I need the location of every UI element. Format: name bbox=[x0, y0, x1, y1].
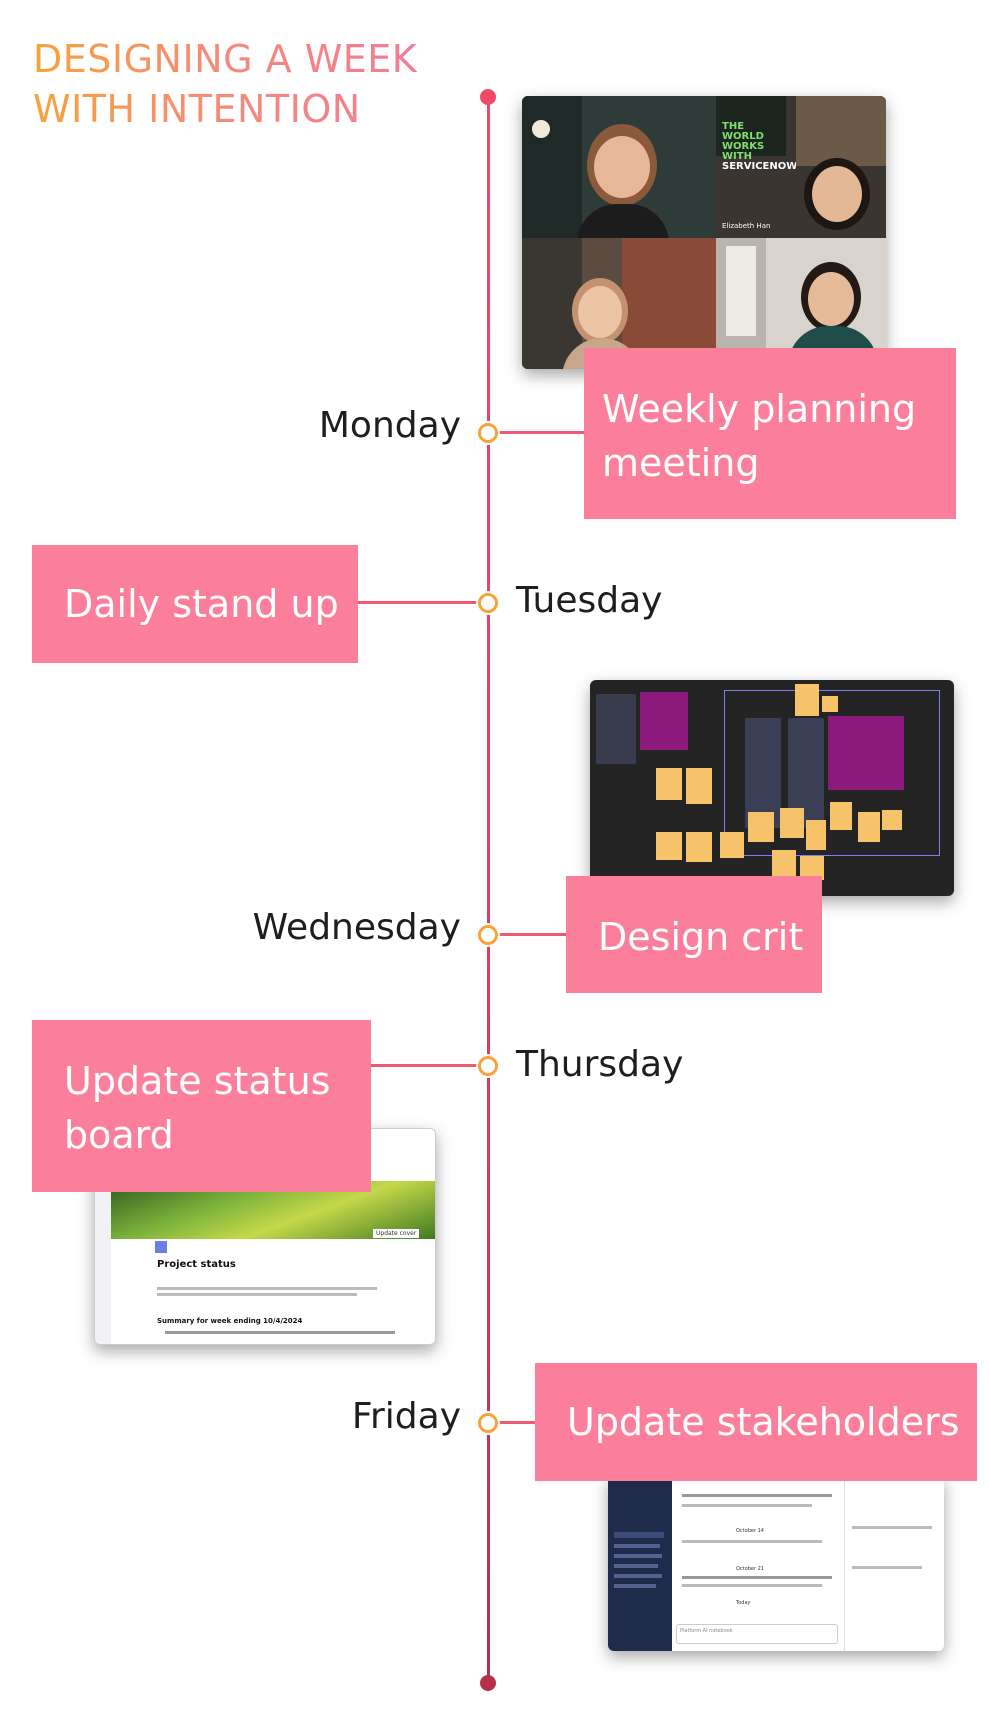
title-line-1: DESIGNING A WEEK bbox=[33, 37, 418, 81]
timeline-start-dot bbox=[480, 89, 496, 105]
activity-box-friday: Update stakeholders bbox=[535, 1363, 977, 1481]
connector bbox=[371, 1064, 487, 1067]
connector bbox=[487, 1421, 535, 1424]
day-label-tuesday: Tuesday bbox=[516, 580, 663, 621]
timeline-node-tuesday bbox=[478, 593, 498, 613]
timeline-node-wednesday bbox=[478, 925, 498, 945]
chat-date: Today bbox=[736, 1600, 751, 1606]
connector bbox=[487, 933, 566, 936]
timeline-end-dot bbox=[480, 1675, 496, 1691]
activity-box-tuesday: Daily stand up bbox=[32, 545, 358, 663]
activity-label: meeting bbox=[602, 441, 760, 485]
chat-screenshot: October 14 October 21 Today Platform AI … bbox=[608, 1476, 944, 1651]
update-cover-button[interactable]: Update cover bbox=[373, 1229, 420, 1238]
video-tile bbox=[522, 96, 716, 238]
video-tile: THE WORLD WORKS WITH SERVICENOW Elizabet… bbox=[716, 96, 886, 238]
activity-label: Design crit bbox=[598, 915, 804, 959]
activity-label: Update status bbox=[64, 1059, 331, 1103]
chat-date: October 21 bbox=[736, 1566, 764, 1572]
timeline-line bbox=[487, 97, 490, 1683]
title-line-2: WITH INTENTION bbox=[33, 87, 361, 131]
day-label-monday: Monday bbox=[318, 405, 461, 446]
whiteboard-screenshot bbox=[590, 680, 954, 896]
activity-label: board bbox=[64, 1113, 174, 1157]
timeline-node-friday bbox=[478, 1413, 498, 1433]
brand-logo-text: THE WORLD WORKS WITH SERVICENOW bbox=[722, 121, 798, 172]
page-title: DESIGNING A WEEK WITH INTENTION bbox=[33, 34, 453, 134]
connector bbox=[487, 431, 584, 434]
connector bbox=[358, 601, 487, 604]
timeline-node-thursday bbox=[478, 1056, 498, 1076]
participant-name: Elizabeth Han bbox=[722, 222, 771, 230]
day-label-friday: Friday bbox=[351, 1396, 461, 1437]
activity-box-monday: Weekly planning meeting bbox=[584, 348, 956, 519]
activity-label: Weekly planning bbox=[602, 387, 917, 431]
day-label-thursday: Thursday bbox=[516, 1044, 684, 1085]
activity-box-wednesday: Design crit bbox=[566, 876, 822, 993]
status-heading: Project status bbox=[157, 1259, 236, 1270]
video-tile bbox=[716, 238, 886, 369]
activity-label: Update stakeholders bbox=[567, 1400, 960, 1444]
day-label-wednesday: Wednesday bbox=[252, 907, 461, 948]
timeline-node-monday bbox=[478, 423, 498, 443]
status-subheading: Summary for week ending 10/4/2024 bbox=[157, 1317, 303, 1325]
video-call-screenshot: THE WORLD WORKS WITH SERVICENOW Elizabet… bbox=[522, 96, 886, 369]
chat-input[interactable]: Platform AI notebook bbox=[680, 1628, 733, 1634]
activity-box-thursday: Update status board bbox=[32, 1020, 371, 1192]
activity-label: Daily stand up bbox=[64, 582, 339, 626]
chat-date: October 14 bbox=[736, 1528, 764, 1534]
video-tile bbox=[522, 238, 716, 369]
